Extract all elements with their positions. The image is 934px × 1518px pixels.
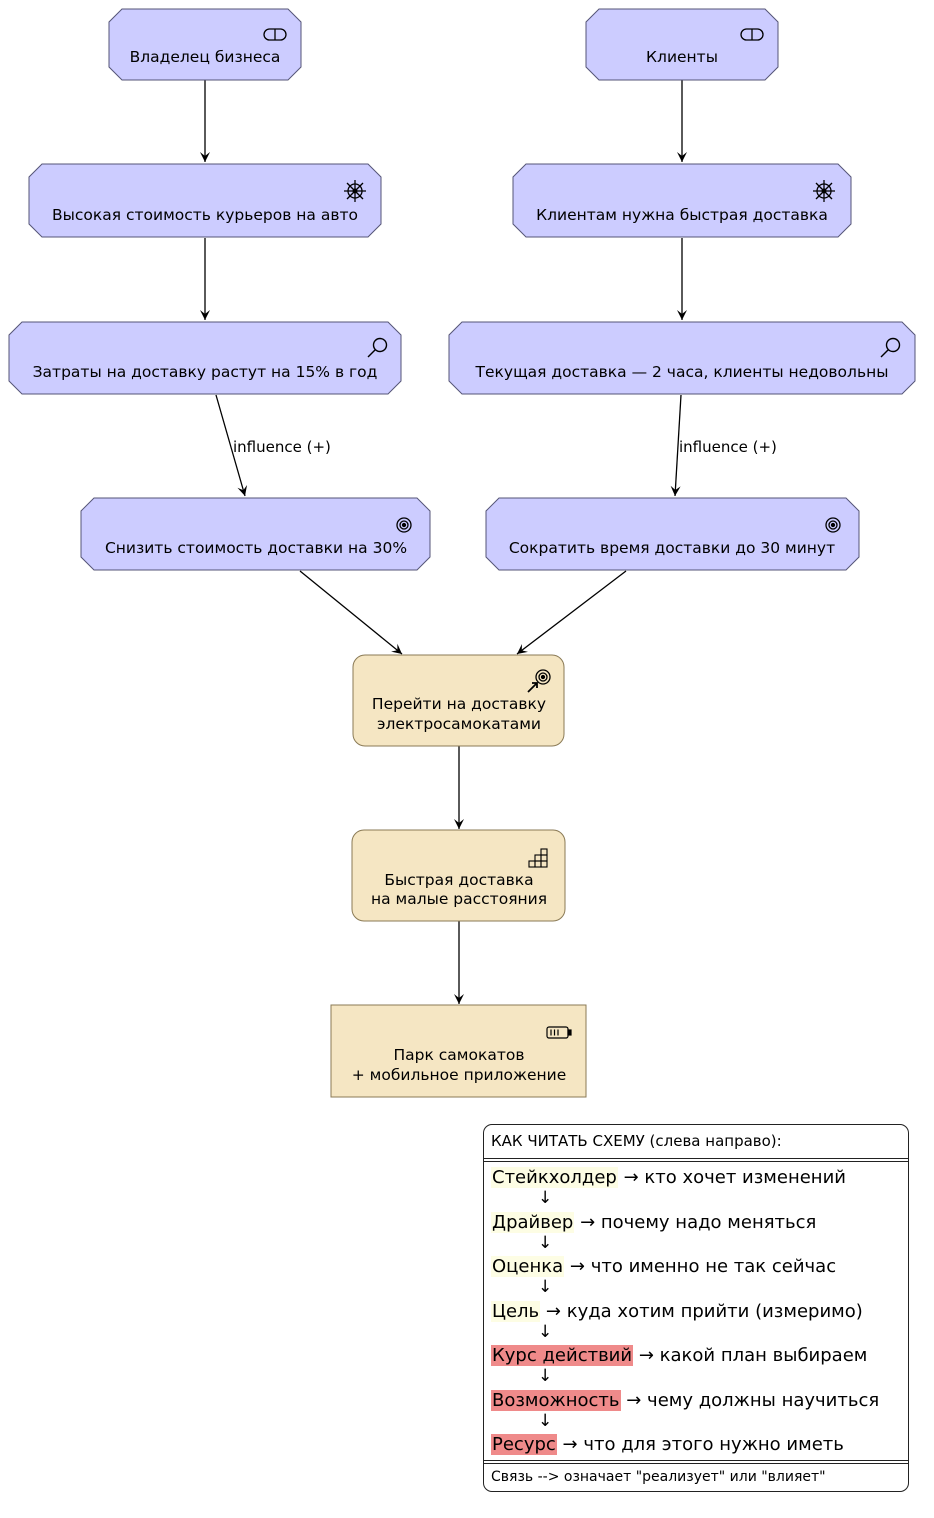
edges — [200, 80, 687, 1004]
node-shape — [8, 321, 402, 395]
course-of-action-icon — [527, 669, 551, 693]
legend-down-arrow: ↓ — [538, 1410, 553, 1431]
legend-term: Курс действий — [491, 1345, 634, 1366]
driver-icon — [813, 180, 835, 202]
node-stakeholder-owner[interactable]: Владелец бизнеса — [108, 8, 302, 81]
node-shape — [448, 321, 916, 395]
legend-desc: → почему надо меняться — [580, 1211, 817, 1233]
node-driver-cost[interactable]: Высокая стоимость курьеров на авто — [28, 163, 382, 238]
legend-down-arrow: ↓ — [538, 1321, 553, 1342]
legend-item-capability: Возможность → чему должны научиться ↓ — [491, 1389, 908, 1434]
edge-assessment-cost-to-goal-cost — [215, 394, 248, 497]
node-shape — [585, 8, 779, 81]
node-stakeholder-clients[interactable]: Клиенты — [585, 8, 779, 81]
legend-down-arrow: ↓ — [538, 1188, 553, 1208]
legend-footer: Связь --> означает "реализует" или "влия… — [484, 1460, 908, 1491]
node-label: Владелец бизнеса — [130, 48, 281, 66]
legend-down-arrow: ↓ — [538, 1366, 553, 1386]
node-label-line1: Быстрая доставка — [384, 871, 533, 889]
legend-item-resource: Ресурс → что для этого нужно иметь — [491, 1433, 908, 1478]
node-label: Клиентам нужна быстрая доставка — [536, 206, 828, 224]
node-shape — [512, 163, 852, 238]
node-driver-speed[interactable]: Клиентам нужна быстрая доставка — [512, 163, 852, 238]
legend-item-driver: Драйвер → почему надо меняться ↓ — [491, 1211, 908, 1256]
legend-desc: → что для этого нужно иметь — [562, 1434, 844, 1455]
node-assessment-speed[interactable]: Текущая доставка — 2 часа, клиенты недов… — [448, 321, 916, 395]
legend-down-arrow: ↓ — [538, 1277, 553, 1297]
edge-label-influence-right: influence (+) — [679, 438, 777, 456]
legend-desc: → кто хочет изменений — [623, 1167, 846, 1188]
node-label-line1: Парк самокатов — [394, 1046, 525, 1064]
node-shape — [80, 497, 431, 571]
legend-desc: → что именно не так сейчас — [569, 1256, 837, 1277]
node-label-line2: на малые расстояния — [371, 890, 547, 908]
node-course-of-action[interactable]: Перейти на доставку электросамокатами — [352, 654, 565, 747]
node-goal-cost[interactable]: Снизить стоимость доставки на 30% — [80, 497, 431, 571]
legend-title: КАК ЧИТАТЬ СХЕМУ (слева направо): — [484, 1125, 908, 1162]
node-capability[interactable]: Быстрая доставка на малые расстояния — [351, 829, 566, 922]
edge-goal-time-to-course — [516, 570, 627, 655]
node-label: Клиенты — [646, 48, 718, 66]
node-shape — [352, 654, 565, 747]
legend-term: Ресурс — [491, 1434, 557, 1455]
node-shape — [330, 1004, 587, 1098]
legend-item-goal: Цель → куда хотим прийти (измеримо) ↓ — [491, 1300, 908, 1345]
edge-assessment-speed-to-goal-time — [670, 394, 682, 497]
node-label-line1: Перейти на доставку — [372, 695, 546, 713]
resource-icon — [546, 1026, 572, 1039]
node-label: Высокая стоимость курьеров на авто — [52, 206, 358, 224]
node-goal-time[interactable]: Сократить время доставки до 30 минут — [485, 497, 860, 571]
legend-term: Цель — [491, 1300, 541, 1322]
capability-icon — [528, 848, 548, 868]
node-label-line2: электросамокатами — [377, 715, 541, 733]
legend-term: Драйвер — [491, 1211, 575, 1233]
node-shape — [28, 163, 382, 238]
node-shape — [108, 8, 302, 81]
goal-icon — [825, 517, 841, 533]
node-shape — [485, 497, 860, 571]
node-label-line2: + мобильное приложение — [352, 1066, 567, 1084]
driver-icon — [344, 180, 366, 202]
node-assessment-cost[interactable]: Затраты на доставку растут на 15% в год — [8, 321, 402, 395]
node-label: Сократить время доставки до 30 минут — [509, 539, 835, 557]
legend-desc: → какой план выбираем — [638, 1345, 868, 1366]
legend-down-arrow: ↓ — [538, 1232, 553, 1253]
legend-items: Стейкхолдер → кто хочет изменений ↓ Драй… — [484, 1162, 908, 1478]
legend-desc: → куда хотим прийти (измеримо) — [545, 1300, 863, 1322]
legend-term: Стейкхолдер — [491, 1167, 618, 1188]
legend-item-stakeholder: Стейкхолдер → кто хочет изменений ↓ — [491, 1166, 908, 1211]
legend-term: Оценка — [491, 1256, 565, 1277]
legend-desc: → чему должны научиться — [626, 1389, 880, 1411]
legend-term: Возможность — [491, 1389, 621, 1411]
stakeholder-icon — [263, 28, 287, 41]
node-label: Текущая доставка — 2 часа, клиенты недов… — [475, 363, 889, 381]
legend: КАК ЧИТАТЬ СХЕМУ (слева направо): Стейкх… — [483, 1124, 909, 1492]
node-shape — [351, 829, 566, 922]
goal-icon — [396, 517, 412, 533]
edge-label-influence-left: influence (+) — [233, 438, 331, 456]
edge-goal-cost-to-course — [299, 570, 403, 655]
legend-item-assessment: Оценка → что именно не так сейчас ↓ — [491, 1255, 908, 1300]
stakeholder-icon — [740, 28, 764, 41]
legend-item-course: Курс действий → какой план выбираем ↓ — [491, 1344, 908, 1389]
node-label: Затраты на доставку растут на 15% в год — [33, 363, 378, 381]
node-resource[interactable]: Парк самокатов + мобильное приложение — [330, 1004, 587, 1098]
node-label: Снизить стоимость доставки на 30% — [105, 539, 407, 557]
assessment-icon — [367, 337, 388, 358]
assessment-icon — [880, 337, 901, 358]
